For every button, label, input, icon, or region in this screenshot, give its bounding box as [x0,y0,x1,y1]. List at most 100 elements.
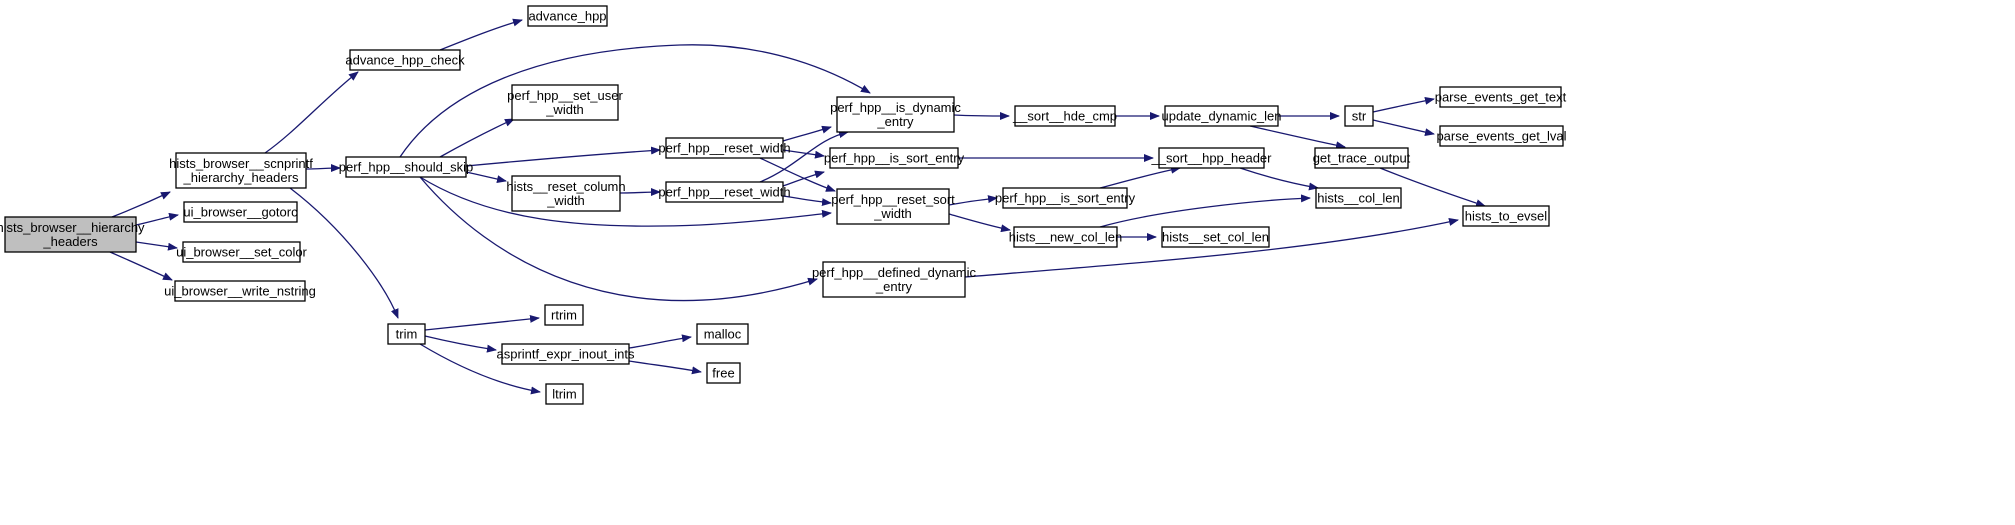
node-label: perf_hpp__is_sort_entry [824,151,965,166]
edge-trim-to-ltrim [419,343,541,395]
node-setcollen[interactable]: hists__set_col_len [1161,226,1270,248]
edge-resetwidth1-to-isdynamic [782,125,832,142]
node-box[interactable] [544,304,584,326]
node-box[interactable] [706,362,741,384]
node-ltrim[interactable]: ltrim [545,383,584,405]
node-label: _hierarchy_headers [183,170,299,185]
edge-resetwidth2-to-issortentry1 [782,170,825,187]
node-sorthdecmp[interactable]: __sort__hde_cmp [1012,105,1117,127]
node-root[interactable]: hists_browser__hierarchy_headers [0,216,145,253]
edge-resetwidth2-to-isdynamic [759,130,849,183]
node-gotorc[interactable]: ui_browser__gotorc [183,201,298,223]
node-box[interactable] [1462,205,1550,227]
node-resetwidth2[interactable]: perf_hpp__reset_width [658,181,791,203]
node-str[interactable]: str [1344,105,1374,127]
node-label: get_trace_output [1313,151,1411,166]
edge-scnprintf-to-trim [289,187,399,319]
node-box[interactable] [175,152,307,189]
node-box[interactable] [182,241,301,263]
node-box[interactable] [1013,226,1118,248]
node-isdynamic[interactable]: perf_hpp__is_dynamic_entry [830,96,961,133]
node-label: ui_browser__set_color [176,245,307,260]
node-box[interactable] [345,156,467,178]
node-rtrim[interactable]: rtrim [544,304,584,326]
node-box[interactable] [501,343,630,365]
node-advcheck[interactable]: advance_hpp_check [345,49,465,71]
node-box[interactable] [1002,187,1128,209]
node-box[interactable] [1161,226,1270,248]
node-resetcolwidth[interactable]: hists__reset_column_width [506,175,626,212]
node-box[interactable] [822,261,966,298]
edge-resetwidth1-to-issortentry1 [782,149,825,159]
node-defineddynamic[interactable]: perf_hpp__defined_dynamic_entry [812,261,977,298]
edge-shouldskip-to-resetsortwidth [419,176,832,227]
node-box[interactable] [174,280,306,302]
node-gettraceoutput[interactable]: get_trace_output [1313,147,1411,169]
node-box[interactable] [836,188,950,225]
node-box[interactable] [829,147,959,169]
node-resetwidth1[interactable]: perf_hpp__reset_width [658,137,791,159]
node-box[interactable] [511,175,621,212]
node-resetsortwidth[interactable]: perf_hpp__reset_sort_width [831,188,955,225]
edge-scnprintf-to-shouldskip [305,164,341,173]
node-label: _width [873,206,912,221]
node-label: perf_hpp__should_skip [339,160,473,175]
node-label: parse_events_get_text [1435,90,1567,105]
node-box[interactable] [836,96,955,133]
node-label: rtrim [551,308,577,323]
node-writenstring[interactable]: ui_browser__write_nstring [164,280,316,302]
node-box[interactable] [183,201,298,223]
node-issortentry1[interactable]: perf_hpp__is_sort_entry [824,147,965,169]
node-shouldskip[interactable]: perf_hpp__should_skip [339,156,473,178]
node-free[interactable]: free [706,362,741,384]
node-label: __sort__hpp_header [1151,151,1273,166]
node-pegtext[interactable]: parse_events_get_text [1435,86,1567,108]
node-trim[interactable]: trim [387,323,426,345]
node-box[interactable] [1158,147,1265,169]
node-updatedynlen[interactable]: update_dynamic_len [1162,105,1282,127]
edge-defineddynamic-to-toevsel [964,218,1459,278]
node-box[interactable] [1164,105,1279,127]
node-malloc[interactable]: malloc [696,323,749,345]
node-box[interactable] [665,137,784,159]
node-scnprintf[interactable]: hists_browser__scnprintf_hierarchy_heade… [169,152,313,189]
node-setcolor[interactable]: ui_browser__set_color [176,241,308,263]
node-box[interactable] [1315,187,1402,209]
node-asprintf[interactable]: asprintf_expr_inout_ints [496,343,635,365]
node-newcollen[interactable]: hists__new_col_len [1009,226,1122,248]
node-colllen[interactable]: hists__col_len [1315,187,1402,209]
node-box[interactable] [696,323,749,345]
node-box[interactable] [665,181,784,203]
node-label: perf_hpp__reset_sort [831,192,955,207]
edge-issortentry2-to-sorthppheader [1099,165,1181,189]
node-label: perf_hpp__reset_width [658,141,790,156]
node-label: hists_to_evsel [1465,209,1547,224]
node-advhpp[interactable]: advance_hpp [527,5,608,27]
node-box[interactable] [527,5,608,27]
edge-root-to-writenstring [109,251,173,281]
node-box[interactable] [4,216,137,253]
node-box[interactable] [387,323,426,345]
node-sorthppheader[interactable]: __sort__hpp_header [1151,147,1273,169]
node-peglval[interactable]: parse_events_get_lval [1436,125,1567,147]
node-box[interactable] [1014,105,1116,127]
edge-resetsortwidth-to-newcollen [948,213,1011,233]
node-box[interactable] [511,84,619,121]
edge-updatedynlen-to-gettraceoutput [1249,125,1346,150]
edge-root-to-scnprintf [111,191,171,218]
edge-shouldskip-to-defineddynamic [419,176,818,302]
node-box[interactable] [545,383,584,405]
node-box[interactable] [1439,86,1562,108]
node-box[interactable] [1439,125,1564,147]
node-box[interactable] [349,49,461,71]
edge-scnprintf-to-advcheck [264,71,359,154]
node-label: _entry [876,114,914,129]
node-issortentry2[interactable]: perf_hpp__is_sort_entry [995,187,1136,209]
node-setuserwidth[interactable]: perf_hpp__set_user_width [507,84,623,121]
node-label: str [1352,109,1367,124]
node-label: hists__reset_column [506,179,625,194]
node-box[interactable] [1344,105,1374,127]
node-box[interactable] [1314,147,1409,169]
node-toevsel[interactable]: hists_to_evsel [1462,205,1550,227]
